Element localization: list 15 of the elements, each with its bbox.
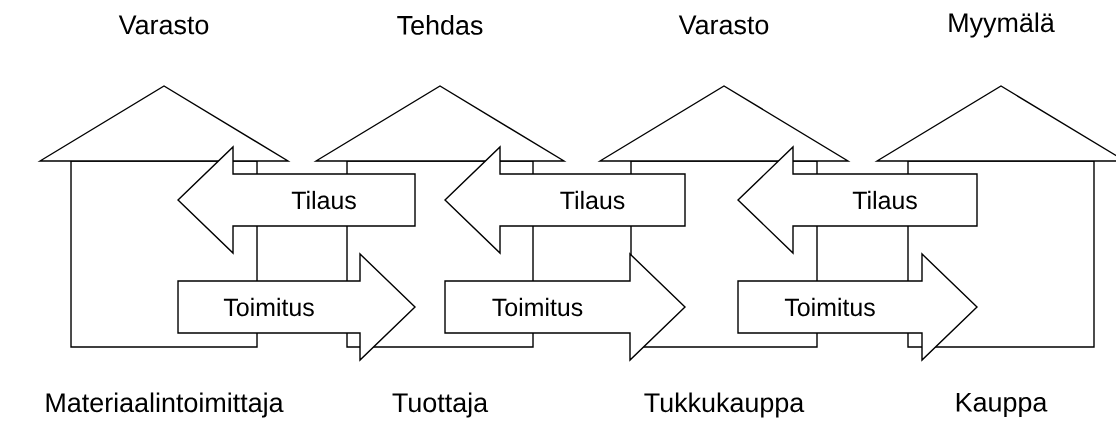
edge-label: Toimitus [783,296,877,318]
building-type-label: Varasto [118,15,209,35]
block-arrow [177,145,416,255]
role-label: Tukkukauppa [644,392,805,418]
role-label: Materiaalintoimittaja [46,392,284,418]
edge-label: Toimitus [222,296,316,318]
building-type-label: Myymälä [949,12,1055,38]
edge-label: Tilaus [851,189,919,211]
building-type-label: Varasto [678,15,769,35]
block-arrow [444,145,686,255]
block-arrow [737,145,978,255]
role-label: Tuottaja [392,392,489,418]
role-label: Kauppa [956,392,1048,418]
edge-label: Tilaus [290,189,358,211]
building-type-label: Tehdas [397,15,483,35]
